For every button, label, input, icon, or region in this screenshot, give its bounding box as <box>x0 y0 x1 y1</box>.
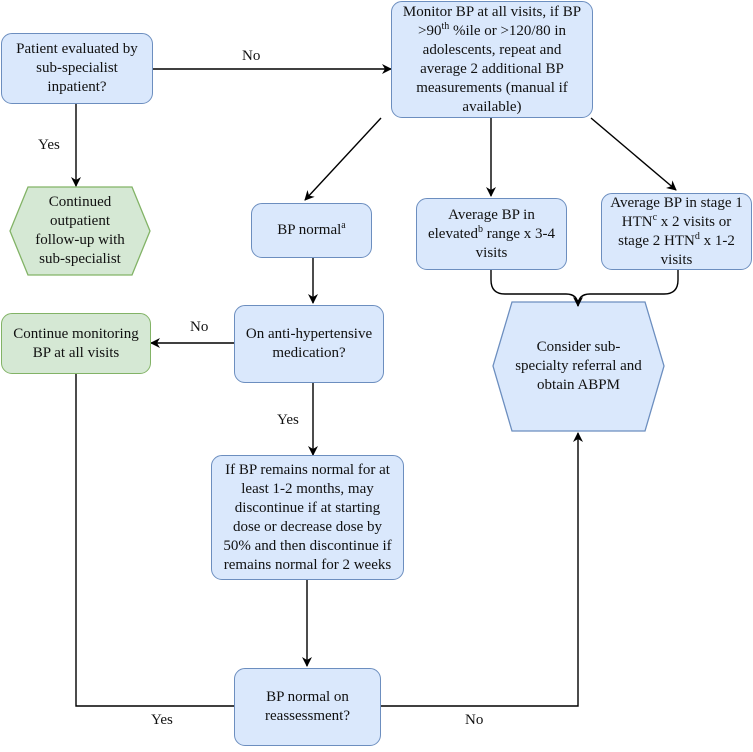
node-discontinue: If BP remains normal for at least 1-2 mo… <box>211 455 404 580</box>
edge-label-yes-left: Yes <box>38 137 60 153</box>
edge-label-no-top: No <box>242 48 261 64</box>
node-reassessment: BP normal on reassessment? <box>234 668 381 746</box>
edge-reassessment-to-continue <box>71 352 234 707</box>
edge-elevated-merge <box>490 270 583 307</box>
edge-label-yes-med: Yes <box>277 412 299 428</box>
node-on-medication: On anti-hypertensive medication? <box>234 305 384 383</box>
monitor-bp-text-1: Monitor BP at all visits, if BP >90 <box>402 3 582 39</box>
edge-reassessment-to-referral <box>381 432 583 707</box>
node-continue-monitoring: Continue monitoring BP at all visits <box>1 313 151 374</box>
monitor-bp-sup-th: th <box>441 20 450 32</box>
node-continued-followup: Continued outpatient follow-up with sub-… <box>35 194 125 267</box>
node-bp-normal: BP normala <box>251 203 372 258</box>
node-inpatient-eval: Patient evaluated by sub-specialist inpa… <box>1 33 153 104</box>
consider-referral-hexagon <box>492 301 665 432</box>
edge-monitor-to-bpnormal <box>304 117 382 201</box>
node-consider-referral: Consider sub-specialty referral and obta… <box>515 339 642 393</box>
edge-label-no-med: No <box>190 319 209 335</box>
edge-label-yes-bottom: Yes <box>151 712 173 728</box>
node-monitor-bp: Monitor BP at all visits, if BP >90th %i… <box>391 1 593 118</box>
edge-label-no-bottom: No <box>465 712 484 728</box>
node-avg-stage: Average BP in stage 1 HTNc x 2 visits or… <box>601 193 752 270</box>
continued-followup-hexagon <box>9 186 151 276</box>
edge-monitor-to-stage <box>590 117 677 191</box>
node-avg-elevated: Average BP in elevatedb range x 3-4 visi… <box>416 198 567 270</box>
edge-stage-merge <box>577 270 679 307</box>
monitor-bp-text-2: %ile or >120/80 in adolescents, repeat a… <box>416 22 568 115</box>
